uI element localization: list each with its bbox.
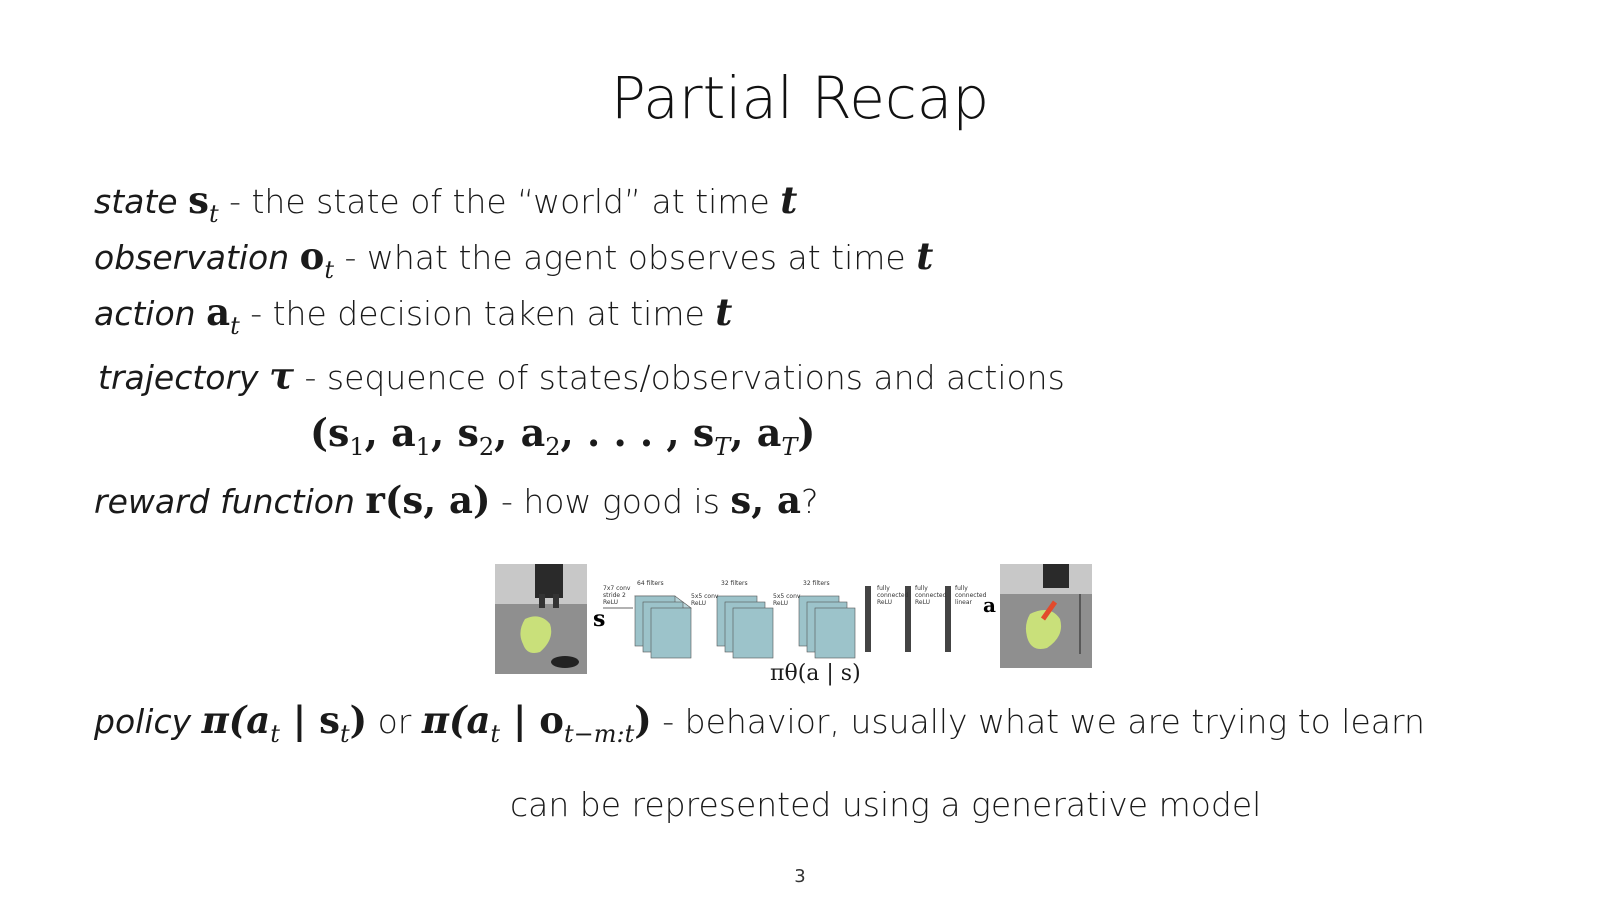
seq-s2: , s — [431, 410, 479, 455]
fc-label-2c: ReLU — [915, 599, 930, 606]
action-time: t — [715, 290, 733, 334]
layer-label-conv1b: stride 2 — [603, 592, 626, 599]
fc-label-1b: connected — [877, 592, 909, 599]
policy-term: policy — [94, 702, 192, 741]
action-definition: action at - the decision taken at time t — [94, 290, 733, 340]
fc-label-1: fully — [877, 585, 890, 592]
layer-label-conv2: 5x5 conv — [691, 593, 719, 600]
seq-sub-s2: 2 — [478, 433, 495, 461]
state-text: - the state of the “world” at time — [218, 182, 781, 221]
policy-text: - behavior, usually what we are trying t… — [651, 702, 1425, 741]
filter-label-32b: 32 filters — [803, 580, 830, 587]
trajectory-term: trajectory — [98, 358, 259, 397]
action-symbol: a — [206, 290, 231, 334]
reward-text: - how good is — [490, 482, 731, 521]
policy-bar-2: | o — [500, 698, 564, 742]
seq-ellipsis: , . . . , s — [560, 410, 715, 455]
generative-model-note: can be represented using a generative mo… — [510, 785, 1262, 824]
reward-pair: s, a — [730, 478, 801, 522]
policy-sub-2: t — [339, 720, 350, 748]
seq-sub-aT: T — [781, 433, 798, 461]
policy-or: or — [367, 702, 422, 741]
policy-caption: πθ(a | s) — [770, 661, 861, 686]
fc-label-2: fully — [915, 585, 928, 592]
policy-definition: policy π(at | st) or π(at | ot−m:t) - be… — [94, 698, 1425, 748]
fc-label-3: fully — [955, 585, 968, 592]
policy-sub-4: t−m:t — [563, 720, 635, 748]
robot-input-image — [495, 564, 587, 674]
policy-close-2: ) — [634, 698, 652, 742]
filter-label-32a: 32 filters — [721, 580, 748, 587]
reward-symbol: r(s, a) — [365, 478, 491, 522]
observation-text: - what the agent observes at time — [334, 238, 917, 277]
action-subscript: t — [230, 312, 240, 340]
layer-label-conv1: 7x7 conv — [603, 585, 631, 592]
seq-sub-a2: 2 — [545, 433, 561, 461]
fc-layer-2 — [905, 586, 911, 652]
fc-label-3b: connected — [955, 592, 987, 599]
seq-a1: , a — [364, 410, 416, 455]
observation-definition: observation ot - what the agent observes… — [94, 234, 934, 284]
seq-sub-s1: 1 — [349, 433, 365, 461]
arrow-icon — [1040, 600, 1058, 621]
fc-layer-1 — [865, 586, 871, 652]
policy-formula-1: π(a — [201, 698, 271, 742]
fc-layer-3 — [945, 586, 951, 652]
filter-label-64: 64 filters — [637, 580, 664, 587]
robot-output-image — [1000, 564, 1092, 668]
state-definition: state st - the state of the “world” at t… — [94, 178, 798, 228]
policy-sub-3: t — [490, 720, 501, 748]
state-subscript: t — [208, 200, 219, 228]
conv-layer-2 — [716, 595, 774, 659]
state-symbol: s — [188, 178, 209, 222]
layer-label-conv2b: ReLU — [691, 600, 706, 607]
policy-network-figure: s 7x7 conv stride 2 ReLU 64 filters 5x5 … — [495, 564, 1092, 674]
seq-close: ) — [797, 410, 816, 455]
reward-question: ? — [801, 482, 819, 521]
trajectory-symbol: τ — [269, 354, 294, 398]
network-output-label: a — [983, 593, 996, 617]
policy-formula-2: π(a — [421, 698, 491, 742]
trajectory-text: - sequence of states/observations and ac… — [293, 358, 1065, 397]
layer-label-conv3b: ReLU — [773, 600, 788, 607]
policy-sub-1: t — [270, 720, 280, 748]
seq-aT: , a — [730, 410, 782, 455]
observation-symbol: o — [299, 234, 325, 278]
fc-label-1c: ReLU — [877, 599, 892, 606]
reward-term: reward function — [94, 482, 355, 521]
slide-title: Partial Recap — [610, 64, 990, 132]
conv-layer-3 — [798, 595, 856, 659]
state-time: t — [780, 178, 798, 222]
conv-layer-1 — [634, 595, 692, 659]
trajectory-sequence: (s1, a1, s2, a2, . . . , sT, aT) — [310, 410, 816, 461]
policy-bar-1: | s — [279, 698, 340, 742]
seq-sub-a1: 1 — [415, 433, 432, 461]
policy-close-1: ) — [349, 698, 368, 742]
observation-time: t — [916, 234, 934, 278]
page-number: 3 — [794, 866, 806, 887]
state-term: state — [94, 182, 178, 221]
trajectory-definition: trajectory τ - sequence of states/observ… — [98, 354, 1065, 398]
observation-term: observation — [94, 238, 290, 277]
action-text: - the decision taken at time — [239, 294, 716, 333]
seq-sub-sT: T — [714, 433, 731, 461]
observation-subscript: t — [324, 256, 335, 284]
reward-definition: reward function r(s, a) - how good is s,… — [94, 478, 819, 522]
action-term: action — [94, 294, 196, 333]
layer-label-conv1c: ReLU — [603, 599, 618, 606]
seq-open: (s — [310, 410, 350, 455]
fc-label-3c: linear — [955, 599, 973, 606]
seq-a2: , a — [494, 410, 546, 455]
network-input-label: s — [593, 606, 605, 632]
fc-label-2b: connected — [915, 592, 947, 599]
layer-label-conv3: 5x5 conv — [773, 593, 801, 600]
